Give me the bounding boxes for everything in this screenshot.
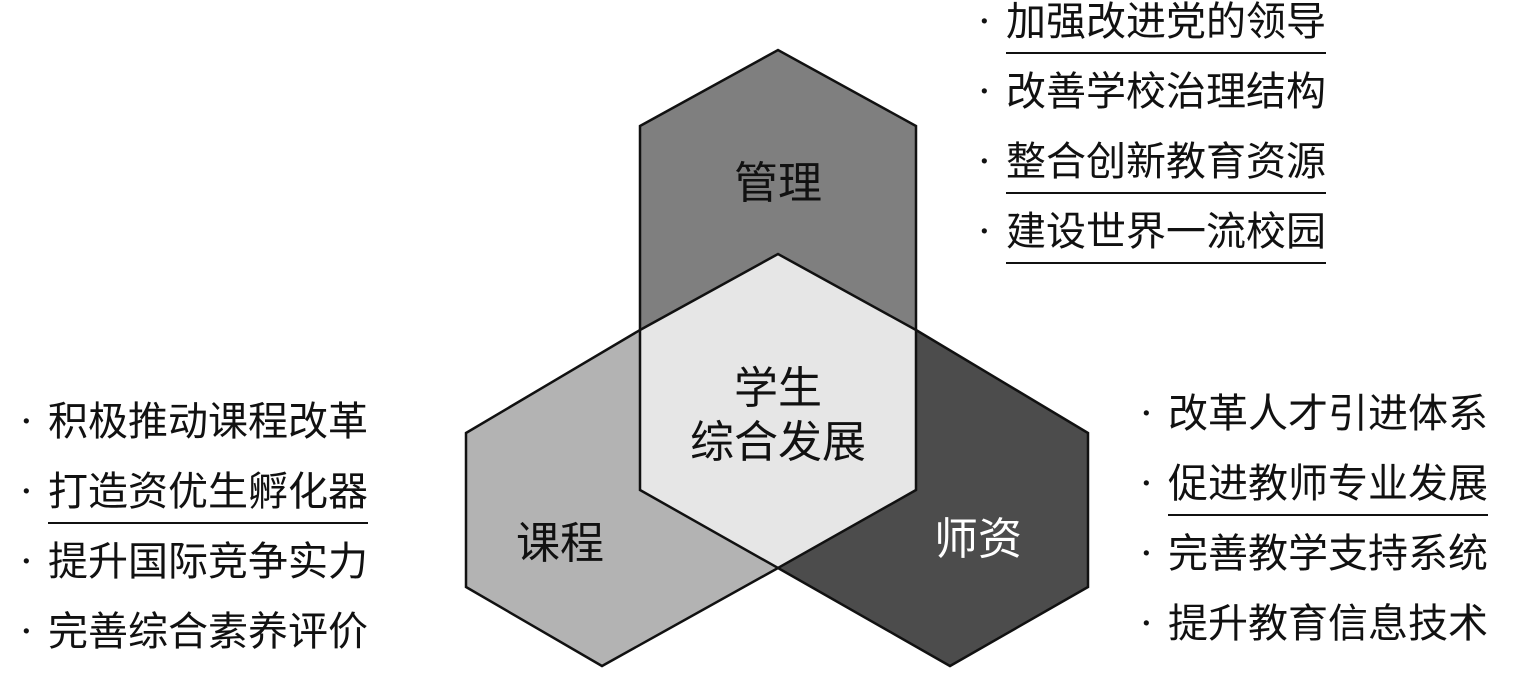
faculty-list-item: · 改革人才引进体系	[1140, 394, 1488, 464]
management-list-item: · 整合创新教育资源	[978, 142, 1326, 212]
center-label-line1: 学生	[734, 363, 822, 414]
management-item-text: 整合创新教育资源	[1006, 142, 1326, 194]
management-item-text: 建设世界一流校园	[1006, 212, 1326, 264]
curriculum-item-text: 打造资优生孵化器	[48, 472, 368, 524]
faculty-label: 师资	[934, 514, 1022, 565]
bullet-dot: ·	[20, 399, 33, 445]
management-list-item: · 改善学校治理结构	[978, 72, 1326, 142]
center-label-line2: 综合发展	[690, 416, 866, 468]
center-label: 学生 综合发展	[658, 362, 898, 469]
faculty-item-text: 完善教学支持系统	[1168, 531, 1488, 577]
faculty-item-list: · 改革人才引进体系 · 促进教师专业发展 · 完善教学支持系统 · 提升教育信息技术	[1140, 394, 1488, 674]
management-item-text: 改善学校治理结构	[1006, 69, 1326, 115]
faculty-list-item: · 完善教学支持系统	[1140, 534, 1488, 604]
faculty-item-text: 促进教师专业发展	[1168, 464, 1488, 516]
center-hexagon	[638, 252, 918, 570]
bullet-dot: ·	[1140, 391, 1153, 437]
curriculum-item-list: · 积极推动课程改革 · 打造资优生孵化器 · 提升国际竞争实力 · 完善综合素养评价	[20, 402, 368, 682]
curriculum-item-text: 积极推动课程改革	[48, 399, 368, 445]
curriculum-list-item: · 积极推动课程改革	[20, 402, 368, 472]
bullet-dot: ·	[978, 69, 991, 115]
bullet-dot: ·	[978, 209, 991, 255]
bullet-dot: ·	[1140, 601, 1153, 647]
curriculum-item-text: 提升国际竞争实力	[48, 539, 368, 585]
bullet-dot: ·	[1140, 461, 1153, 507]
bullet-dot: ·	[20, 609, 33, 655]
bullet-dot: ·	[20, 469, 33, 515]
curriculum-list-item: · 完善综合素养评价	[20, 612, 368, 682]
faculty-list-item: · 提升教育信息技术	[1140, 604, 1488, 674]
curriculum-item-text: 完善综合素养评价	[48, 609, 368, 655]
management-item-list: · 加强改进党的领导 · 改善学校治理结构 · 整合创新教育资源 · 建设世界一流校园	[978, 2, 1326, 282]
management-label: 管理	[734, 158, 822, 209]
management-list-item: · 建设世界一流校园	[978, 212, 1326, 282]
management-item-text: 加强改进党的领导	[1006, 2, 1326, 54]
curriculum-list-item: · 打造资优生孵化器	[20, 472, 368, 542]
curriculum-label: 课程	[516, 518, 604, 569]
bullet-dot: ·	[978, 139, 991, 185]
management-list-item: · 加强改进党的领导	[978, 2, 1326, 72]
bullet-dot: ·	[1140, 531, 1153, 577]
bullet-dot: ·	[978, 0, 991, 45]
faculty-item-text: 改革人才引进体系	[1168, 391, 1488, 437]
bullet-dot: ·	[20, 539, 33, 585]
faculty-list-item: · 促进教师专业发展	[1140, 464, 1488, 534]
faculty-item-text: 提升教育信息技术	[1168, 601, 1488, 647]
curriculum-list-item: · 提升国际竞争实力	[20, 542, 368, 612]
